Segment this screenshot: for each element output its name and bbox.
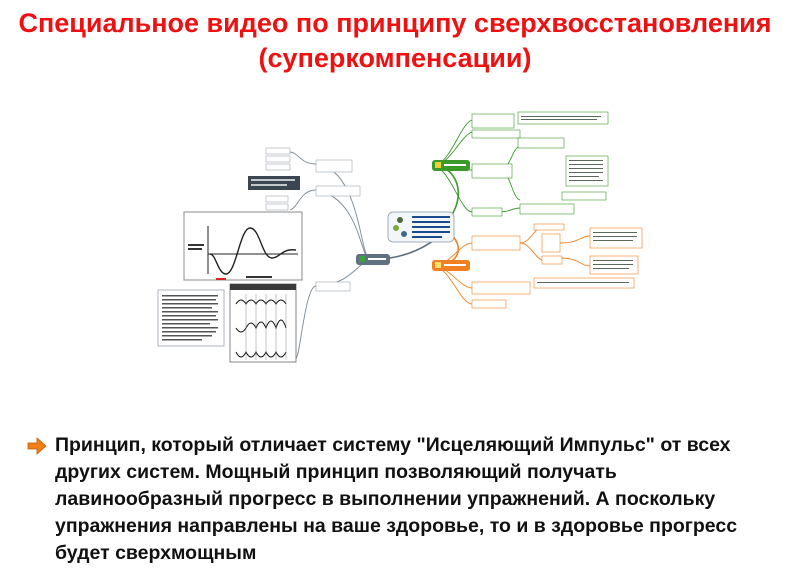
link-center-green [431, 165, 460, 219]
mindmap-center-node [387, 211, 455, 243]
mindmap-leaf-text [521, 116, 637, 283]
link-grey-2 [315, 189, 371, 261]
mindmap-branch-grey [356, 254, 390, 265]
training-waves-chart [229, 283, 297, 363]
link-orange-5 [519, 242, 543, 261]
slide-title: Специальное видео по принципу сверхвосст… [18, 8, 772, 73]
link-grey-6 [295, 285, 317, 359]
mindmap-dark-note [248, 176, 300, 190]
body-paragraph: Принцип, который отличает систему "Исцел… [55, 434, 738, 564]
link-green-4 [431, 165, 473, 213]
link-orange-7 [559, 257, 591, 267]
link-grey-4 [289, 151, 317, 165]
mindmap-green-leaves [471, 111, 609, 217]
link-orange-6 [559, 235, 591, 244]
mindmap-branch-orange [432, 260, 470, 271]
mindmap-description-box [157, 289, 225, 347]
link-grey-5 [289, 189, 317, 211]
link-green-1 [431, 119, 473, 167]
link-green-7 [499, 207, 521, 213]
mind-map-image [157, 111, 643, 363]
link-orange-3 [431, 265, 473, 305]
mindmap-branch-green [432, 160, 470, 171]
bullet-arrow-icon [27, 437, 47, 455]
mindmap-grey-leaves [265, 147, 361, 292]
supercompensation-chart [183, 211, 303, 281]
